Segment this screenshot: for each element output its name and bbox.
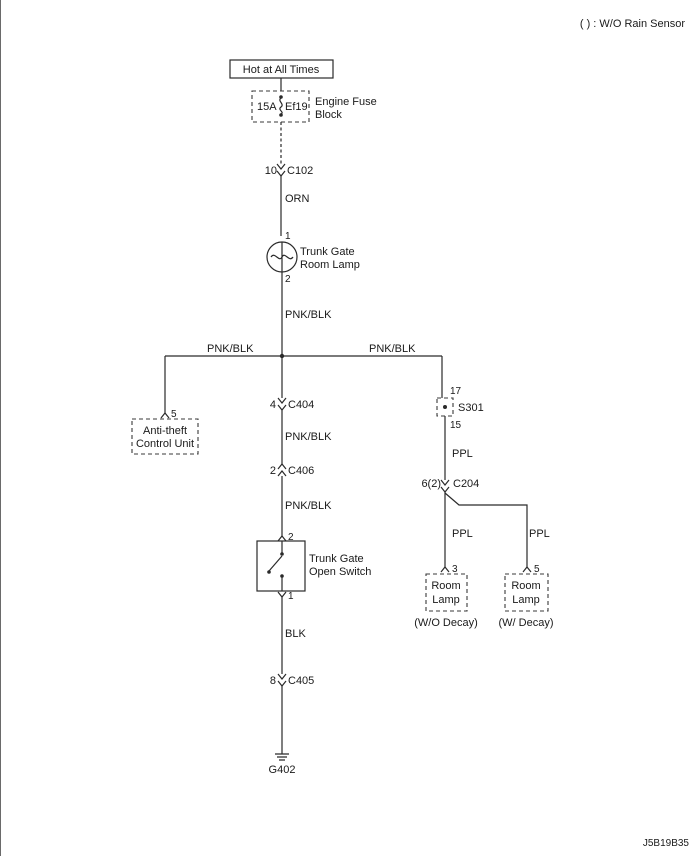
- s301-pin-top: 17: [450, 386, 462, 397]
- ground-icon: [275, 753, 289, 761]
- trunk-lamp-pin-top: 1: [285, 231, 291, 242]
- legend-note: ( ) : W/O Rain Sensor: [580, 18, 685, 30]
- c204-name: C204: [453, 478, 479, 490]
- fuse-label-line2: Block: [315, 109, 342, 121]
- s301-pin-bottom: 15: [450, 420, 462, 431]
- roomlamp-wo-pin: 3: [452, 564, 458, 575]
- fuse-rating: 15A: [257, 101, 277, 113]
- c405-name: C405: [288, 675, 314, 687]
- roomlamp-wo-label-line2: Lamp: [432, 594, 460, 606]
- wire-orn-label: ORN: [285, 193, 310, 205]
- trunk-lamp-label-line1: Trunk Gate: [300, 246, 355, 258]
- switch-label-line1: Trunk Gate: [309, 553, 364, 565]
- diagram-code: J5B19B35: [643, 838, 690, 849]
- switch-blade-icon: [268, 555, 283, 572]
- switch-pin-bottom: 1: [288, 591, 294, 602]
- connector-c102-icon: [276, 163, 286, 177]
- fuse-label-line1: Engine Fuse: [315, 96, 377, 108]
- antitheft-pin: 5: [171, 409, 177, 420]
- connector-c404-icon: [277, 397, 287, 411]
- roomlamp-wo-caption: (W/O Decay): [414, 617, 478, 629]
- wire-blk-label: BLK: [285, 628, 306, 640]
- c405-pin: 8: [270, 675, 276, 687]
- connector-c405-icon: [277, 673, 287, 687]
- trunk-lamp-label-line2: Room Lamp: [300, 259, 360, 271]
- trunk-lamp-filament: [270, 242, 294, 272]
- c406-pin: 2: [270, 465, 276, 477]
- switch-contact-bottom: [280, 574, 284, 578]
- wire-pnkblk-left-label: PNK/BLK: [207, 343, 254, 355]
- fuse-element-icon: [279, 97, 283, 115]
- c404-name: C404: [288, 399, 314, 411]
- wire-ppl-right-label: PPL: [529, 528, 550, 540]
- c102-pin: 10: [265, 165, 277, 177]
- s301-splice: [443, 405, 447, 409]
- fuse-terminal-bottom: [279, 113, 283, 117]
- switch-label-line2: Open Switch: [309, 566, 371, 578]
- wire-ppl-s301-label: PPL: [452, 448, 473, 460]
- wire-pnkblk-main-label: PNK/BLK: [285, 309, 332, 321]
- switch-pin-top: 2: [288, 532, 294, 543]
- power-source-label: Hot at All Times: [243, 64, 320, 76]
- c102-name: C102: [287, 165, 313, 177]
- c404-pin: 4: [270, 399, 276, 411]
- roomlamp-w-pin: 5: [534, 564, 540, 575]
- roomlamp-w-caption: (W/ Decay): [499, 617, 554, 629]
- c406-name: C406: [288, 465, 314, 477]
- s301-name: S301: [458, 402, 484, 414]
- switch-pin-top-icon: [277, 535, 287, 542]
- roomlamp-w-label-line2: Lamp: [512, 594, 540, 606]
- roomlamp-wo-pin-icon: [440, 566, 450, 573]
- antitheft-box: [131, 418, 199, 455]
- switch-box: [256, 540, 306, 592]
- roomlamp-w-label-line1: Room: [511, 580, 540, 592]
- wire-pnkblk-right-label: PNK/BLK: [369, 343, 416, 355]
- antitheft-pin-icon: [160, 412, 170, 419]
- fuse-terminal-top: [279, 95, 283, 99]
- switch-pin-bottom-icon: [277, 591, 287, 598]
- ground-label: G402: [269, 764, 296, 776]
- wire-pnkblk-c406-label: PNK/BLK: [285, 500, 332, 512]
- switch-contact-top: [280, 552, 284, 556]
- roomlamp-wo-label-line1: Room: [431, 580, 460, 592]
- wire-c204-to-roomlamp-w: [444, 492, 528, 567]
- roomlamp-w-box: [504, 573, 549, 612]
- fuse-id: Ef19: [285, 101, 308, 113]
- connector-c406-icon: [277, 463, 287, 477]
- roomlamp-wo-box: [425, 573, 468, 612]
- wire-ppl-left-label: PPL: [452, 528, 473, 540]
- trunk-lamp-pin-bottom: 2: [285, 274, 291, 285]
- switch-contact-left: [267, 570, 271, 574]
- antitheft-label-line1: Anti-theft: [143, 425, 187, 437]
- c204-pin: 6(2): [421, 478, 441, 490]
- roomlamp-w-pin-icon: [522, 566, 532, 573]
- antitheft-label-line2: Control Unit: [136, 438, 194, 450]
- fuse-block-box: [251, 90, 310, 123]
- connector-c204-icon: [440, 479, 450, 493]
- wire-pnkblk-c404-label: PNK/BLK: [285, 431, 332, 443]
